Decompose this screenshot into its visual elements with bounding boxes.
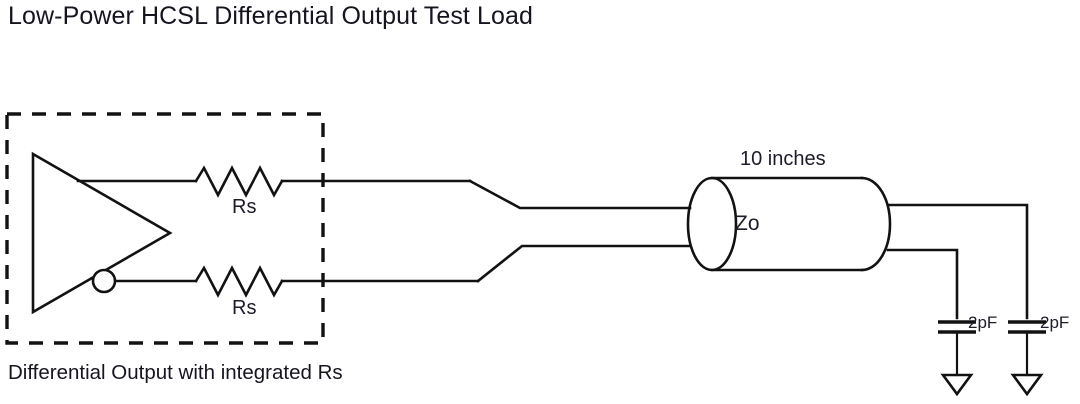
resistor-rs-top-symbol [194, 165, 284, 198]
label-trace-length: 10 inches [740, 148, 826, 170]
inverting-bubble-icon [91, 268, 117, 294]
driver-enclosure-dashed-box [5, 112, 325, 345]
wire-taper-bottom-to-cable [476, 244, 692, 283]
label-zo: Zo [735, 212, 760, 235]
diagram-caption: Differential Output with integrated Rs [8, 361, 343, 384]
cable-right-cap [860, 176, 892, 272]
page-title: Low-Power HCSL Differential Output Test … [8, 2, 534, 30]
wire-taper-top-to-cable [468, 179, 692, 210]
label-capacitor-1: 2pF [968, 313, 998, 332]
label-rs-bottom: Rs [232, 297, 257, 319]
label-capacitor-2: 2pF [1040, 313, 1070, 332]
label-rs-top: Rs [232, 196, 257, 218]
wire-cable-out-bottom [886, 248, 959, 320]
ground-symbol-1-icon [940, 373, 974, 397]
resistor-rs-bottom-symbol [194, 265, 284, 298]
ground-symbol-2-icon [1010, 373, 1044, 397]
cable-left-cap-ellipse [686, 176, 738, 272]
wire-cable-out-top [886, 203, 1029, 320]
